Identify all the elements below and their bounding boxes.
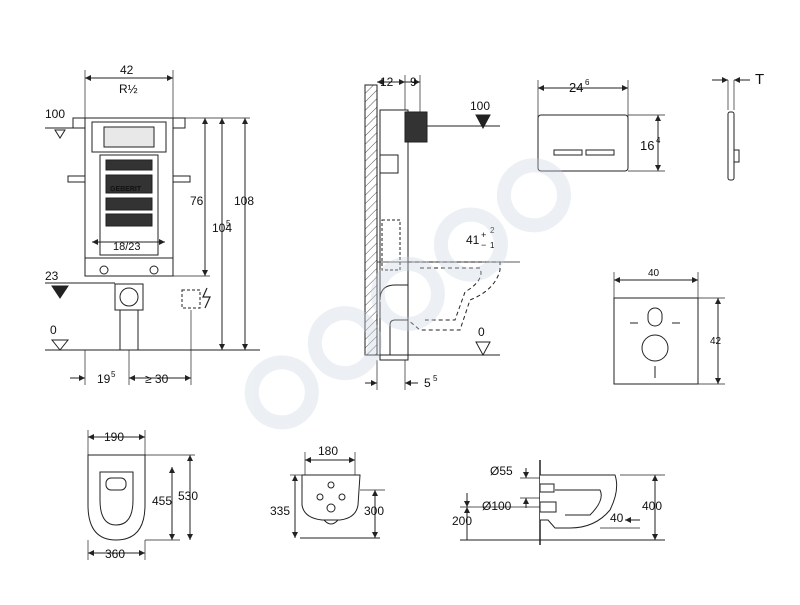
label-plate-w: 24	[569, 80, 583, 95]
label-plate-h: 16	[640, 138, 654, 153]
label-front-335: 335	[270, 504, 290, 518]
label-side-100: 100	[470, 99, 490, 113]
label-bowl-455: 455	[152, 494, 172, 508]
label-dim-104-sup: 5	[226, 219, 231, 228]
label-side-41-minus: −	[481, 240, 486, 250]
label-side-41-2: 2	[490, 226, 495, 235]
label-side-41-1: 1	[490, 241, 495, 250]
sound-pad-view	[613, 272, 725, 385]
bowl-profile-labels: Ø55 Ø100 200 40 400	[452, 464, 662, 528]
label-frame-width: 42	[120, 63, 134, 77]
label-dim-108: 108	[234, 194, 254, 208]
label-side-5: 5	[424, 376, 431, 390]
flush-plate-labels: 24 6 16 4 T	[569, 71, 764, 153]
label-prof-400: 400	[642, 499, 662, 513]
label-dim-76: 76	[190, 194, 204, 208]
label-bowl-190: 190	[104, 430, 124, 444]
label-side-0: 0	[478, 325, 485, 339]
bowl-top-view	[87, 430, 195, 560]
label-prof-200: 200	[452, 514, 472, 528]
bowl-front-labels: 180 335 300	[270, 444, 384, 518]
label-prof-100: Ø100	[482, 499, 512, 513]
label-dim-ge30: ≥ 30	[145, 372, 169, 386]
bowl-front-view	[290, 452, 385, 539]
label-dim-inner: 18/23	[113, 241, 141, 253]
label-level-0: 0	[50, 323, 57, 337]
label-pad-w: 40	[648, 268, 660, 279]
label-side-41-plus: +	[481, 230, 486, 240]
label-plate-w-sup: 6	[585, 78, 590, 87]
label-level-23: 23	[45, 269, 59, 283]
bowl-top-labels: 190 455 530 360	[104, 430, 198, 561]
label-prof-40: 40	[610, 511, 624, 525]
label-plate-h-sup: 4	[656, 136, 661, 145]
frame-front-view	[45, 70, 260, 385]
label-side-5-sup: 5	[433, 374, 438, 383]
label-front-180: 180	[318, 444, 338, 458]
frame-front-labels: 42 R½ 100 76 104 5 108 18/23 23 0 19 5 ≥…	[45, 63, 254, 386]
label-dim-104: 104	[212, 221, 232, 235]
label-dim-19: 19	[97, 372, 111, 386]
label-level-top: 100	[45, 107, 65, 121]
label-side-41: 41	[466, 233, 480, 247]
label-plate-t: T	[755, 71, 764, 88]
sound-pad-labels: 40 42	[648, 268, 722, 347]
label-brand: GEBERIT	[110, 186, 142, 193]
frame-side-view	[364, 75, 520, 390]
label-dim-19-sup: 5	[111, 370, 116, 379]
label-prof-55: Ø55	[490, 464, 513, 478]
frame-side-labels: 12 9 100 41 + 2 − 1 0 5 5	[380, 75, 495, 390]
flush-plate-view	[537, 77, 750, 181]
bowl-profile-view	[460, 460, 665, 545]
label-bowl-360: 360	[105, 547, 125, 561]
label-side-9: 9	[410, 75, 417, 89]
label-front-300: 300	[364, 504, 384, 518]
label-pad-h: 42	[710, 336, 722, 347]
label-side-12: 12	[380, 75, 394, 89]
label-bowl-530: 530	[178, 489, 198, 503]
label-pipe-size: R½	[119, 82, 138, 96]
